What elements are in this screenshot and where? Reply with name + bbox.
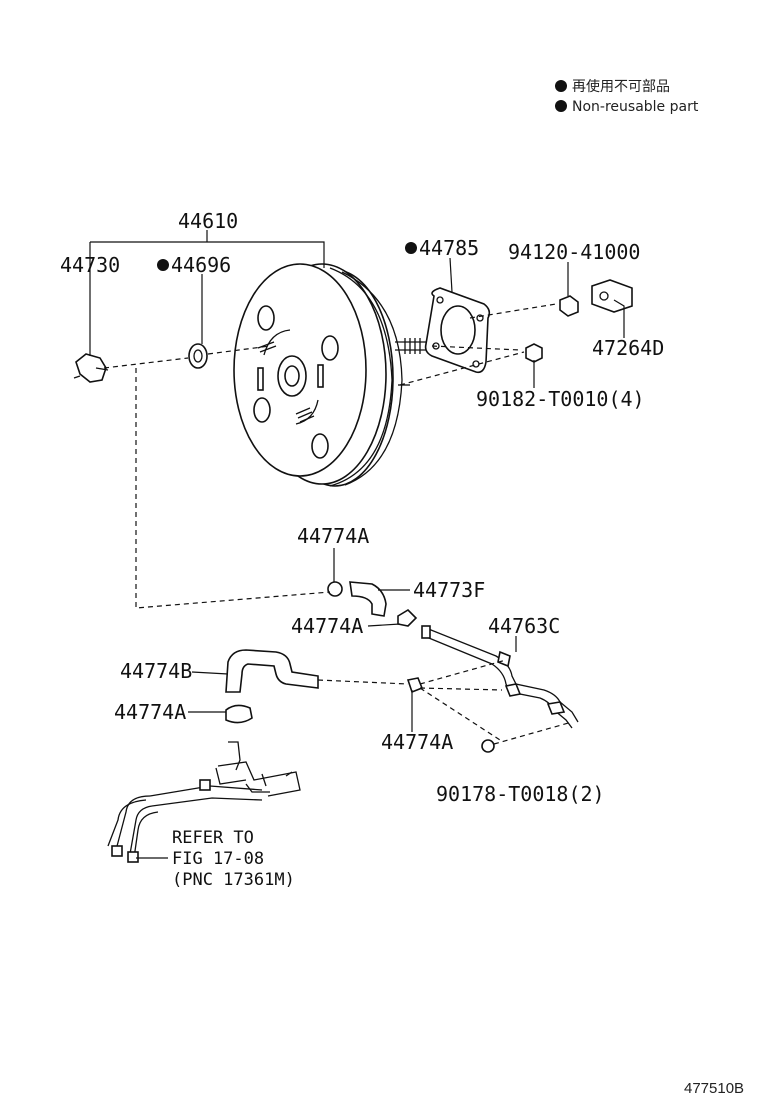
lower-hose-drawing xyxy=(225,649,495,753)
label-94120-41000: 94120-41000 xyxy=(508,240,640,264)
brake-booster-drawing xyxy=(233,263,432,487)
part-labels: 44610 44730 44696 44785 94120-41000 4726… xyxy=(60,209,664,806)
label-47264D: 47264D xyxy=(592,336,664,360)
clevis-drawing xyxy=(525,279,633,363)
dashed-lines xyxy=(103,303,573,745)
label-44774A-upper: 44774A xyxy=(297,524,369,548)
refer-line-1: REFER TO xyxy=(172,828,254,848)
label-90182-T0010: 90182-T0010(4) xyxy=(476,387,645,411)
label-44774A-mid: 44774A xyxy=(291,614,363,638)
label-90178-T0018: 90178-T0018(2) xyxy=(436,782,605,806)
non-reusable-dot-44785 xyxy=(405,242,417,254)
refer-line-2: FIG 17-08 xyxy=(172,849,264,869)
label-44696: 44696 xyxy=(171,253,231,277)
label-44773F: 44773F xyxy=(413,578,485,602)
label-44610: 44610 xyxy=(178,209,238,233)
refer-note: REFER TO FIG 17-08 (PNC 17361M) xyxy=(172,828,295,890)
check-valve-drawing xyxy=(73,343,208,383)
gasket-drawing xyxy=(424,287,491,374)
label-44730: 44730 xyxy=(60,253,120,277)
label-44774B: 44774B xyxy=(120,659,192,683)
legend-label-en: Non-reusable part xyxy=(572,99,699,115)
legend-dot-jp xyxy=(555,80,567,92)
refer-line-3: (PNC 17361M) xyxy=(172,870,295,890)
label-44785: 44785 xyxy=(419,236,479,260)
legend-dot-en xyxy=(555,100,567,112)
label-44774A-lower-left: 44774A xyxy=(114,700,186,724)
upper-hose-drawing xyxy=(327,581,418,627)
diagram-code: 477510B xyxy=(684,1080,744,1097)
legend-label-jp: 再使用不可部品 xyxy=(572,78,670,95)
vacuum-tube-drawing xyxy=(421,625,579,729)
bracket-pipes-drawing xyxy=(107,741,301,863)
label-44763C: 44763C xyxy=(488,614,560,638)
label-44774A-lower-center: 44774A xyxy=(381,730,453,754)
non-reusable-dot-44696 xyxy=(157,259,169,271)
leader-lines xyxy=(89,230,625,859)
legend: 再使用不可部品 Non-reusable part xyxy=(555,78,699,115)
